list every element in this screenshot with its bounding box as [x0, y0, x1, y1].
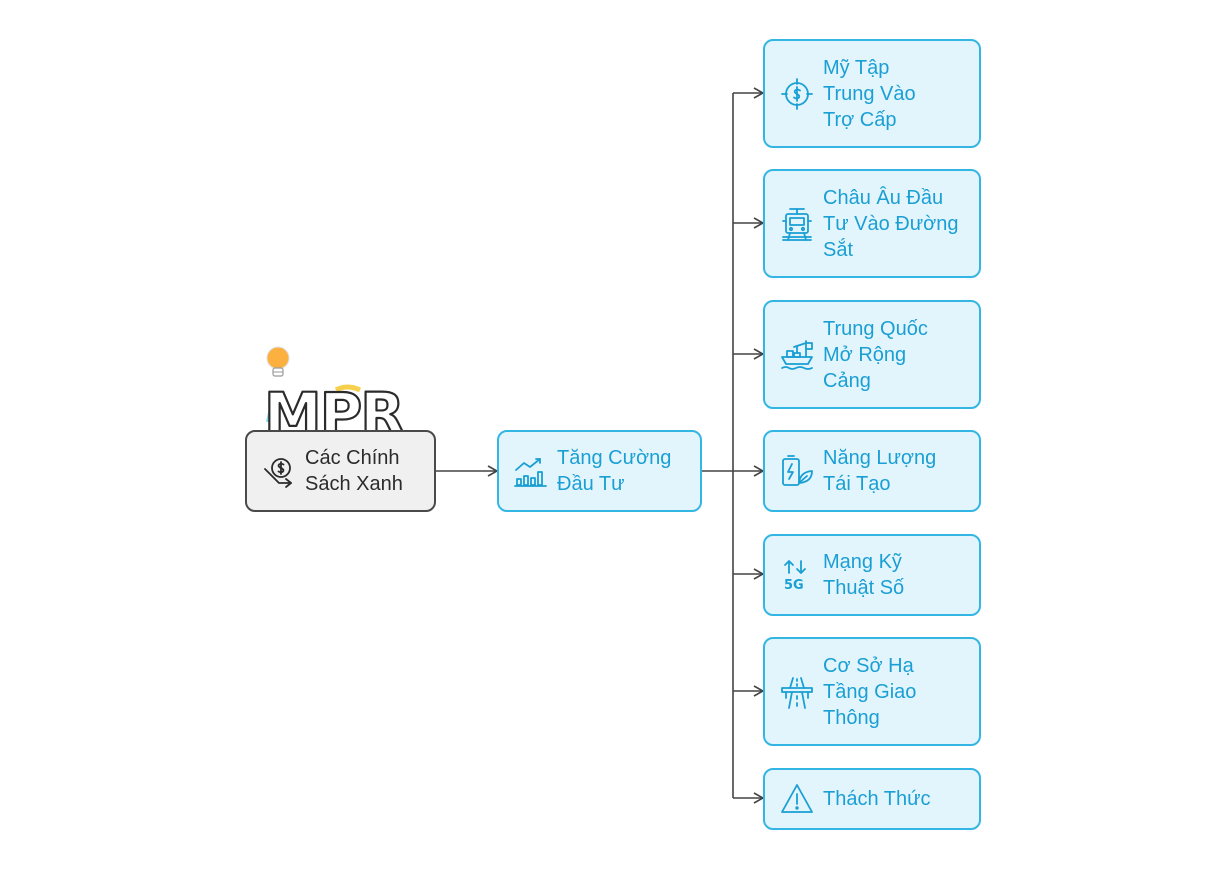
branch-label-7: Thách Thức	[823, 788, 931, 810]
branch-label-2: Châu Âu Đầu Tư Vào Đường Sắt	[823, 186, 959, 261]
branch-node-6[interactable]: Cơ Sở Hạ Tầng Giao Thông	[763, 637, 981, 746]
lightbulb-icon	[266, 346, 290, 377]
branch-node-3[interactable]: Trung Quốc Mở Rộng Cảng	[763, 300, 981, 409]
tram-icon	[779, 206, 815, 242]
growth-chart-icon	[513, 455, 549, 487]
ship-port-icon	[779, 337, 815, 373]
branch-label-1: Mỹ Tập Trung Vào Trợ Cấp	[823, 56, 916, 131]
branch-node-4[interactable]: Năng Lượng Tái Tạo	[763, 430, 981, 512]
mpr-logo: MPR	[263, 346, 407, 444]
dollar-down-arrow-icon	[261, 453, 297, 489]
branch-node-1[interactable]: Mỹ Tập Trung Vào Trợ Cấp	[763, 39, 981, 148]
connector-trunk	[702, 93, 734, 798]
root-node[interactable]: Các Chính Sách Xanh	[245, 430, 436, 512]
branch-label-5: Mạng Kỹ Thuật Số	[823, 551, 905, 599]
branch-node-5[interactable]: 5G Mạng Kỹ Thuật Số	[763, 534, 981, 616]
battery-leaf-icon	[779, 453, 815, 489]
branch-label-3: Trung Quốc Mở Rộng Cảng	[823, 317, 928, 392]
dollar-target-icon	[779, 76, 815, 112]
branch-node-2[interactable]: Châu Âu Đầu Tư Vào Đường Sắt	[763, 169, 981, 278]
root-label: Các Chính Sách Xanh	[305, 447, 403, 495]
branch-label-6: Cơ Sở Hạ Tầng Giao Thông	[823, 654, 917, 729]
branch-node-7[interactable]: Thách Thức	[763, 768, 981, 830]
branch-label-4: Năng Lượng Tái Tạo	[823, 447, 937, 495]
svg-text:5G: 5G	[784, 578, 804, 593]
warning-icon	[779, 781, 815, 817]
hub-label: Tăng Cường Đầu Tư	[557, 447, 672, 495]
5g-signal-icon: 5G	[779, 557, 815, 593]
highway-icon	[779, 674, 815, 710]
hub-node[interactable]: Tăng Cường Đầu Tư	[497, 430, 702, 512]
